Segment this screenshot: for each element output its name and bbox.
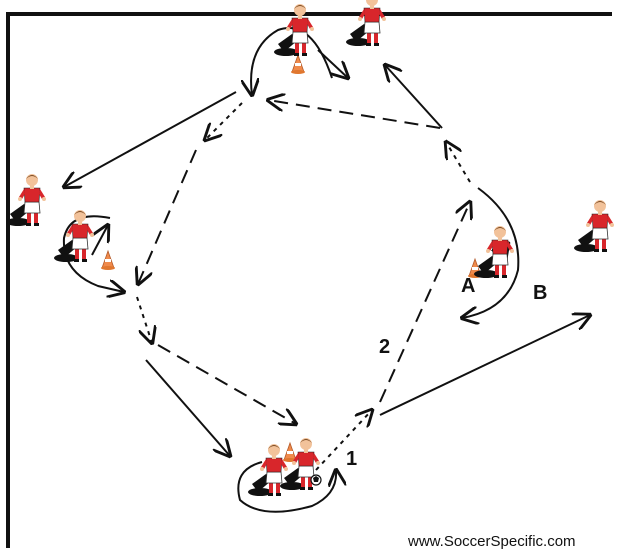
- arrow-icon: [379, 202, 470, 403]
- dashed-arrows: [138, 100, 470, 424]
- arrow-icon: [91, 225, 108, 256]
- player-icon: [53, 209, 95, 263]
- cone-icon: [100, 250, 116, 271]
- arrow-icon: [64, 91, 237, 187]
- player-icon: [345, 0, 387, 47]
- arrow-icon: [446, 142, 471, 183]
- solid-arrows: [64, 49, 590, 456]
- arrow-icon: [157, 344, 296, 424]
- arrow-icon: [205, 102, 243, 140]
- player-a-label: A: [461, 275, 475, 297]
- cone-icon: [290, 54, 306, 75]
- arrow-icon: [268, 100, 441, 129]
- dotted-arrows: [136, 102, 471, 471]
- arrow-icon: [379, 315, 590, 416]
- player-icon: [573, 199, 615, 253]
- arrow-icon: [138, 149, 197, 284]
- website-credit: www.SoccerSpecific.com: [407, 533, 576, 550]
- player-icon: [5, 173, 47, 227]
- player-icon: [473, 225, 515, 279]
- cones: [100, 54, 483, 463]
- arrow-icon: [145, 359, 230, 456]
- arrow-icon: [385, 65, 443, 129]
- step-2-label: 2: [379, 336, 390, 358]
- arrow-icon: [315, 410, 372, 471]
- pitch-boundary: [6, 12, 612, 548]
- step-1-label: 1: [346, 448, 357, 470]
- ball-icon: [310, 474, 322, 486]
- arrow-icon: [136, 296, 152, 343]
- players: [5, 0, 615, 497]
- player-b-label: B: [533, 282, 547, 304]
- curved-runs: [62, 27, 520, 513]
